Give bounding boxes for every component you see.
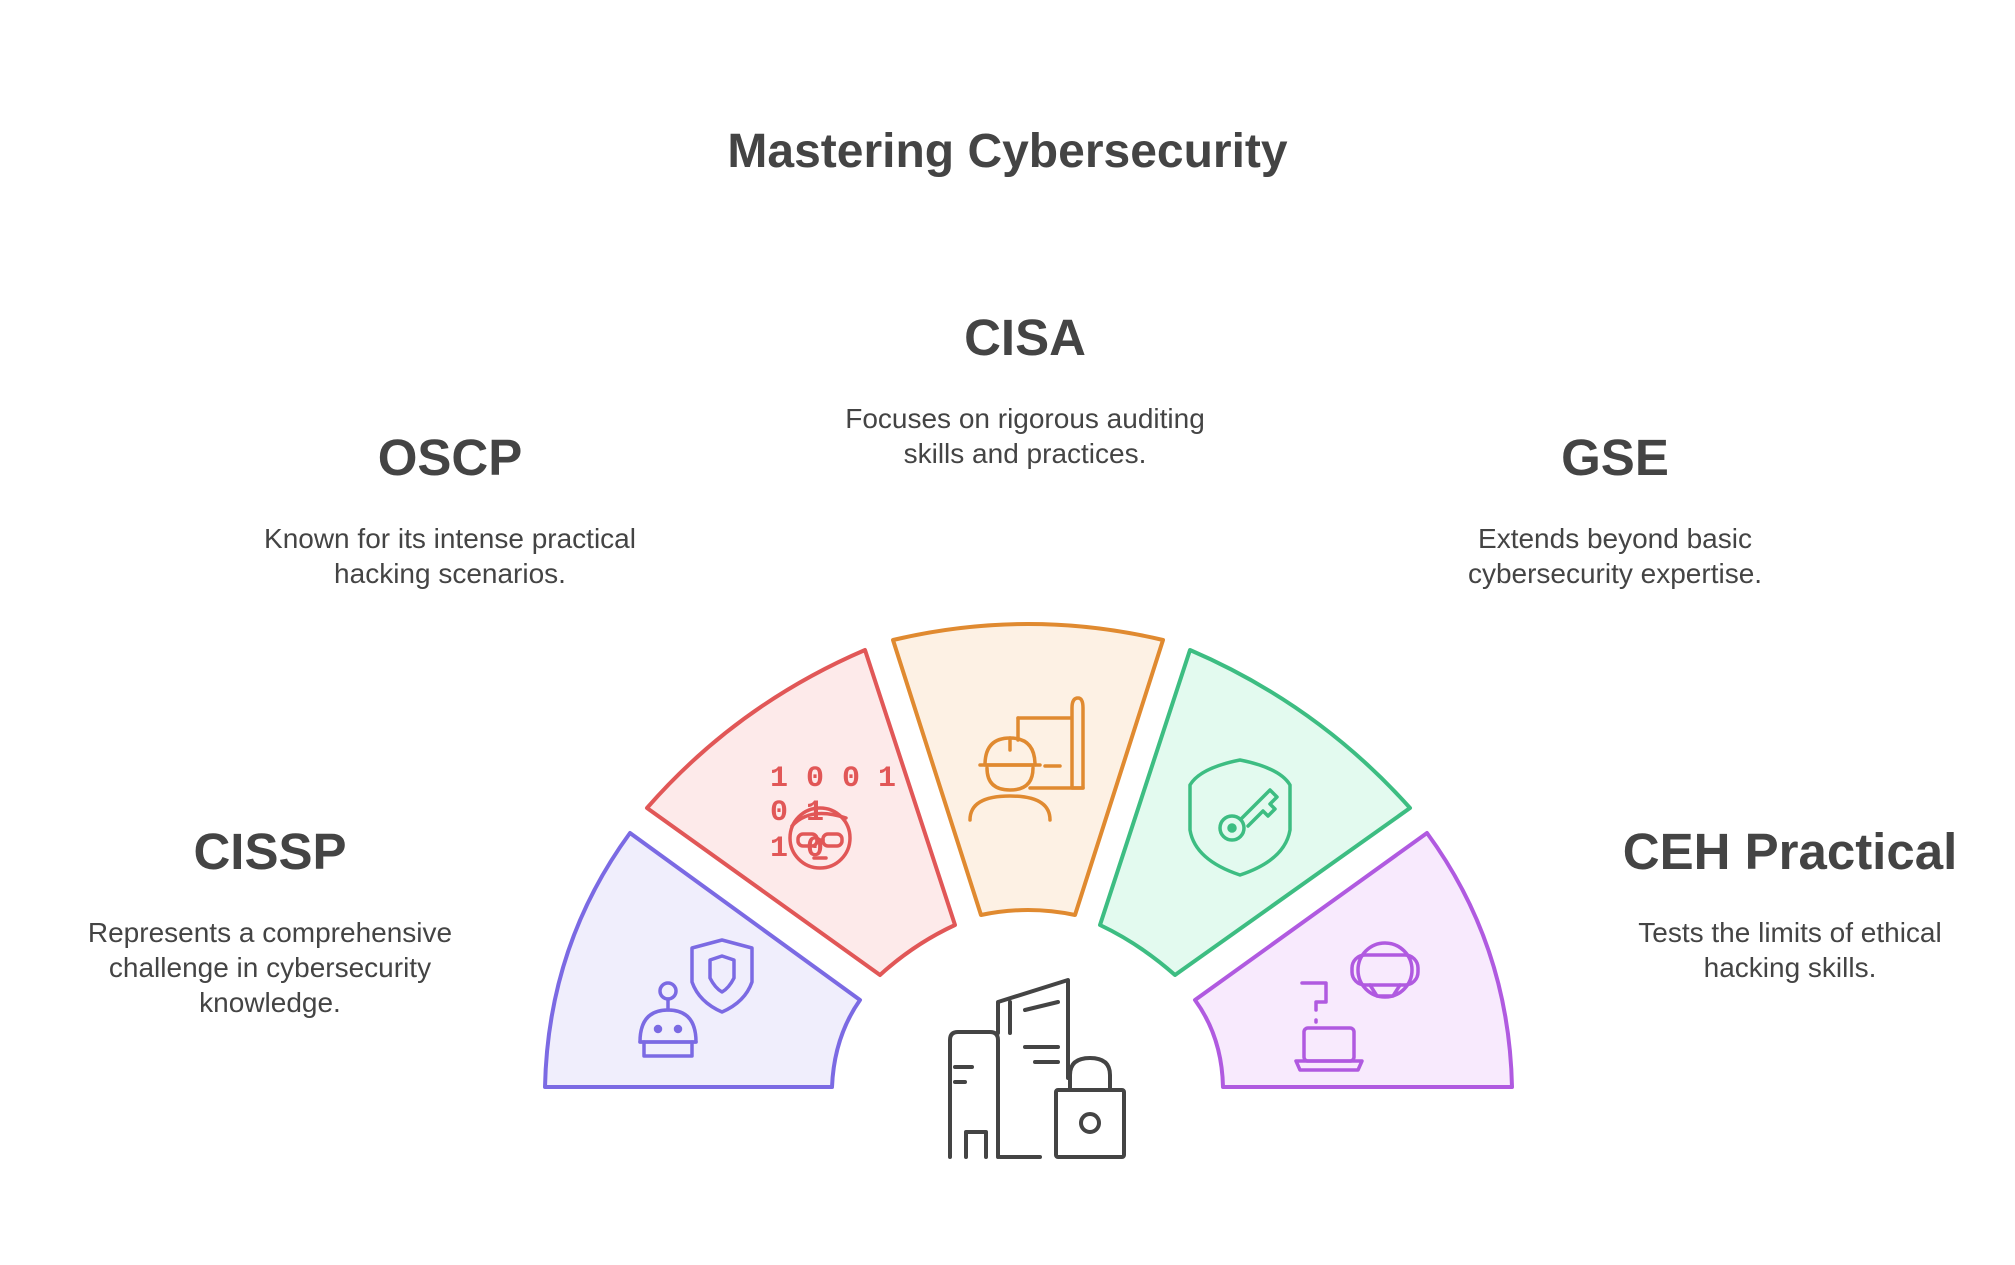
item-description: Extends beyond basic cybersecurity exper… [1467, 523, 1763, 589]
item-cissp: CISSP Represents a comprehensive challen… [60, 822, 480, 1020]
auditor-blueprint-icon [968, 696, 1085, 822]
segment-oscp [645, 648, 957, 977]
hacker-binary-icon: 1 0 0 1 0 1 1 0 [770, 762, 896, 870]
item-description: Represents a comprehensive challenge in … [87, 917, 453, 1018]
svg-text:1 0 0 1: 1 0 0 1 [770, 762, 896, 796]
item-cisa: CISA Focuses on rigorous auditing skills… [815, 308, 1235, 471]
item-title: CISSP [193, 823, 347, 880]
buildings-lock-icon [948, 978, 1126, 1159]
robot-shield-icon [638, 938, 754, 1058]
item-title: CISA [964, 309, 1086, 366]
segment-cisa [891, 622, 1165, 917]
item-description: Tests the limits of ethical hacking skil… [1638, 917, 1942, 983]
segment-cissp [543, 831, 862, 1089]
item-oscp: OSCP Known for its intense practical hac… [240, 428, 660, 591]
item-ceh-practical: CEH Practical Tests the limits of ethica… [1580, 822, 2000, 985]
item-description: Known for its intense practical hacking … [264, 523, 636, 589]
shield-key-icon [1188, 758, 1292, 877]
item-description: Focuses on rigorous auditing skills and … [845, 403, 1205, 469]
item-title: GSE [1561, 429, 1669, 486]
item-title: CEH Practical [1622, 823, 1958, 880]
vr-laptop-icon [1294, 941, 1420, 1072]
item-title: OSCP [377, 429, 523, 486]
segment-gse [1098, 648, 1412, 977]
item-gse: GSE Extends beyond basic cybersecurity e… [1405, 428, 1825, 591]
diagram-title: Mastering Cybersecurity [727, 125, 1288, 178]
